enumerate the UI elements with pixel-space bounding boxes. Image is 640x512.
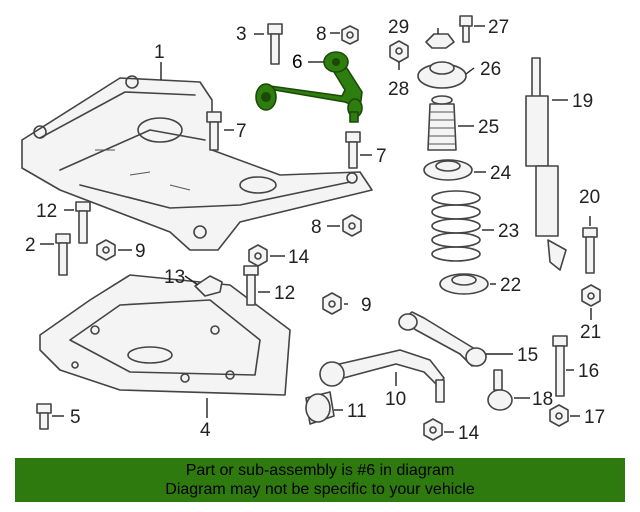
callout-4: 4: [200, 420, 211, 441]
callout-12-mid: 12: [274, 283, 295, 304]
callout-14-bottom: 14: [458, 423, 480, 444]
lower-control-arm-15[interactable]: [398, 311, 487, 367]
underbody-shield-part[interactable]: [39, 274, 291, 396]
callout-8-mid: 8: [311, 217, 322, 238]
callout-20: 20: [579, 187, 600, 208]
callout-29: 29: [388, 17, 409, 38]
bolt-27[interactable]: [459, 15, 473, 43]
nut-8-top[interactable]: [341, 25, 359, 45]
callout-17: 17: [584, 407, 605, 428]
bolt-2[interactable]: [55, 233, 71, 276]
callout-18: 18: [532, 389, 553, 410]
strut-19[interactable]: [525, 57, 567, 271]
callout-27: 27: [488, 17, 509, 38]
bolt-12-mid[interactable]: [243, 265, 259, 306]
callout-7-lower: 7: [376, 146, 387, 167]
callout-12-left: 12: [36, 201, 57, 222]
callout-13: 13: [164, 267, 185, 288]
callout-8-top: 8: [316, 24, 327, 45]
callout-6-highlighted: 6: [292, 52, 303, 73]
callout-3: 3: [236, 24, 247, 45]
coil-spring-23[interactable]: [431, 190, 481, 262]
callout-28: 28: [388, 79, 409, 100]
link-18[interactable]: [487, 369, 513, 411]
bolt-20[interactable]: [582, 227, 598, 274]
callout-2: 2: [25, 235, 36, 256]
nut-9-left[interactable]: [96, 239, 116, 261]
callout-9-mid: 9: [361, 295, 372, 316]
banner-line-disclaimer: Diagram may not be specific to your vehi…: [165, 481, 475, 498]
bolt-5[interactable]: [36, 403, 52, 430]
nut-8-mid[interactable]: [342, 214, 362, 237]
exploded-parts-diagram: 1 3 8 6 7 7 12 2 9 8 14 13 12 9 5 4 29 2…: [21, 15, 605, 444]
bump-stop-25[interactable]: [427, 95, 457, 151]
callout-11: 11: [347, 401, 367, 422]
leader-lines: [40, 25, 592, 433]
callout-9-left: 9: [135, 241, 146, 262]
bolt-7-lower[interactable]: [345, 131, 361, 169]
callout-26: 26: [480, 59, 501, 80]
highlight-note-banner: Part or sub-assembly is #6 in diagram Di…: [15, 458, 625, 502]
callout-25: 25: [478, 117, 499, 138]
bolt-12-left[interactable]: [75, 201, 91, 244]
banner-line-part-number: Part or sub-assembly is #6 in diagram: [185, 462, 455, 479]
spring-seat-24[interactable]: [423, 159, 473, 181]
nut-29-mount[interactable]: [425, 33, 455, 49]
callout-1: 1: [154, 42, 165, 63]
callout-19: 19: [572, 91, 593, 112]
callout-7-upper: 7: [236, 121, 247, 142]
callout-15: 15: [517, 345, 538, 366]
nut-21[interactable]: [581, 284, 601, 307]
nut-9-mid[interactable]: [322, 292, 342, 315]
callout-10: 10: [385, 389, 406, 410]
bolt-7-upper[interactable]: [206, 111, 222, 151]
bolt-16[interactable]: [552, 335, 568, 397]
callout-numbers: 1 3 8 6 7 7 12 2 9 8 14 13 12 9 5 4 29 2…: [25, 17, 605, 444]
callout-16: 16: [578, 361, 599, 382]
spring-seat-22[interactable]: [439, 273, 489, 295]
nut-17[interactable]: [549, 404, 569, 427]
upper-control-arm-part[interactable]: [255, 51, 363, 123]
subframe-part[interactable]: [21, 75, 373, 251]
callout-5: 5: [70, 407, 81, 428]
nut-28[interactable]: [389, 40, 409, 63]
tension-strut-10[interactable]: [319, 349, 445, 403]
callout-23: 23: [498, 221, 519, 242]
callout-24: 24: [490, 163, 512, 184]
bolt-3[interactable]: [267, 23, 283, 65]
bushing-11[interactable]: [305, 391, 335, 425]
callout-14-mid: 14: [288, 247, 310, 268]
callout-22: 22: [500, 275, 521, 296]
strut-mount-26[interactable]: [417, 61, 467, 89]
callout-21: 21: [580, 322, 601, 343]
nut-14-mid[interactable]: [248, 244, 268, 267]
bracket-13[interactable]: [194, 275, 223, 297]
nut-14-bottom[interactable]: [423, 418, 443, 441]
